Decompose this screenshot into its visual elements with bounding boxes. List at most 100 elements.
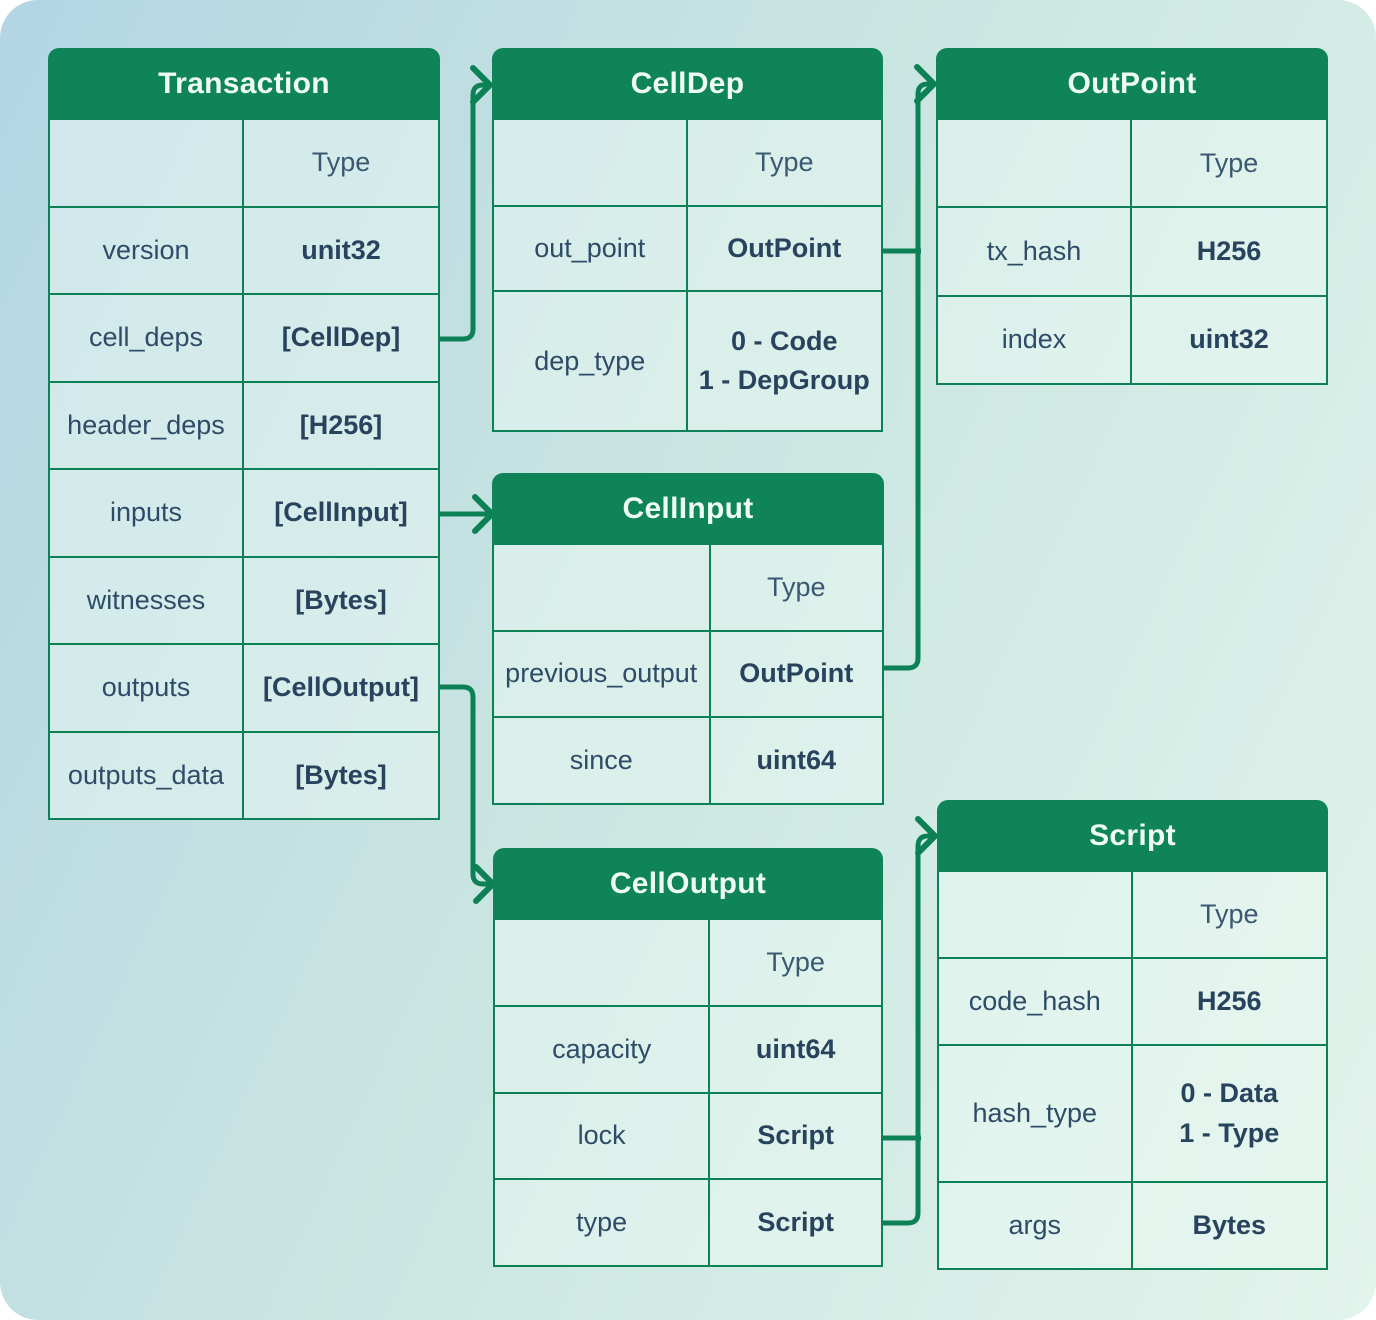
row-index: index uint32 bbox=[938, 294, 1326, 383]
empty-corner-cell bbox=[495, 920, 711, 1005]
field-type: [Bytes] bbox=[295, 584, 387, 615]
table-body-outpoint: Type tx_hash H256 index uint32 bbox=[936, 120, 1328, 385]
column-header-type: Type bbox=[1199, 147, 1259, 178]
field-name: cell_deps bbox=[50, 295, 244, 381]
table-row: Type bbox=[495, 920, 881, 1005]
empty-corner-cell bbox=[939, 872, 1133, 958]
row-outputs: outputs [CellOutput] bbox=[50, 643, 438, 731]
empty-corner-cell bbox=[938, 120, 1132, 207]
arrowhead-script-icon bbox=[915, 816, 938, 856]
table-row: Type bbox=[50, 120, 438, 206]
field-name: since bbox=[494, 718, 711, 804]
table-cellinput: CellInput Type previous_output OutPoint … bbox=[492, 473, 884, 805]
table-title-cellinput: CellInput bbox=[492, 473, 884, 545]
field-name: version bbox=[50, 207, 244, 293]
row-args: args Bytes bbox=[939, 1180, 1326, 1269]
field-name: out_point bbox=[494, 207, 688, 291]
row-code-hash: code_hash H256 bbox=[939, 957, 1326, 1045]
table-row: Type bbox=[494, 545, 882, 630]
column-header-type: Type bbox=[311, 147, 371, 178]
field-type: uint64 bbox=[756, 745, 836, 776]
table-script: Script Type code_hash H256 hash_type 0 -… bbox=[937, 800, 1328, 1270]
field-name: capacity bbox=[495, 1006, 711, 1092]
row-capacity: capacity uint64 bbox=[495, 1004, 881, 1092]
field-type: [CellInput] bbox=[274, 497, 408, 528]
field-type: H256 bbox=[1196, 986, 1262, 1017]
arrowhead-celldep-icon bbox=[470, 65, 493, 105]
empty-corner-cell bbox=[494, 545, 711, 630]
field-name: previous_output bbox=[494, 631, 711, 717]
field-type: uint32 bbox=[1189, 324, 1269, 355]
column-header-type: Type bbox=[766, 571, 826, 602]
field-type: H256 bbox=[1196, 235, 1262, 266]
field-type: [H256] bbox=[299, 409, 383, 440]
table-row: Type bbox=[939, 872, 1326, 958]
table-title-celloutput: CellOutput bbox=[493, 848, 883, 920]
field-name: lock bbox=[495, 1093, 711, 1179]
connector-outputs-to-celloutput bbox=[440, 684, 489, 887]
empty-corner-cell bbox=[50, 120, 244, 206]
row-out-point: out_point OutPoint bbox=[494, 205, 881, 291]
field-name: outputs bbox=[50, 645, 244, 731]
field-name: tx_hash bbox=[938, 208, 1132, 295]
table-row: Type bbox=[494, 120, 881, 205]
row-hash-type: hash_type 0 - Data 1 - Type bbox=[939, 1044, 1326, 1181]
table-body-cellinput: Type previous_output OutPoint since uint… bbox=[492, 545, 884, 805]
table-celldep: CellDep Type out_point OutPoint dep_type… bbox=[492, 48, 883, 432]
table-body-script: Type code_hash H256 hash_type 0 - Data 1… bbox=[937, 872, 1328, 1270]
field-name: hash_type bbox=[939, 1046, 1133, 1181]
row-witnesses: witnesses [Bytes] bbox=[50, 555, 438, 643]
field-name: type bbox=[495, 1180, 711, 1265]
row-lock: lock Script bbox=[495, 1091, 881, 1179]
field-name: witnesses bbox=[50, 557, 244, 643]
row-version: version unit32 bbox=[50, 205, 438, 293]
column-header-type: Type bbox=[766, 946, 825, 977]
field-type: Bytes bbox=[1192, 1209, 1267, 1240]
column-header-type: Type bbox=[754, 146, 814, 177]
table-outpoint: OutPoint Type tx_hash H256 index uint32 bbox=[936, 48, 1328, 385]
field-name: args bbox=[939, 1182, 1133, 1269]
table-title-transaction: Transaction bbox=[48, 48, 440, 120]
table-title-outpoint: OutPoint bbox=[936, 48, 1328, 120]
table-row: Type bbox=[938, 120, 1326, 207]
field-type: [Bytes] bbox=[295, 759, 387, 790]
empty-corner-cell bbox=[494, 120, 688, 205]
field-type: Script bbox=[757, 1207, 834, 1238]
field-name: outputs_data bbox=[50, 732, 244, 818]
connector-previous-output-to-outpoint bbox=[884, 81, 930, 671]
field-type: Script bbox=[757, 1120, 834, 1151]
table-body-transaction: Type version unit32 cell_deps [CellDep] … bbox=[48, 120, 440, 820]
field-type: [CellDep] bbox=[281, 322, 401, 353]
row-header-deps: header_deps [H256] bbox=[50, 380, 438, 468]
field-name: dep_type bbox=[494, 292, 688, 430]
field-type: uint64 bbox=[755, 1033, 836, 1064]
row-tx-hash: tx_hash H256 bbox=[938, 206, 1326, 295]
field-type: [CellOutput] bbox=[263, 672, 419, 703]
row-since: since uint64 bbox=[494, 716, 882, 804]
field-type: OutPoint bbox=[739, 658, 854, 689]
table-transaction: Transaction Type version unit32 cell_dep… bbox=[48, 48, 440, 820]
table-title-celldep: CellDep bbox=[492, 48, 883, 120]
row-cell-deps: cell_deps [CellDep] bbox=[50, 293, 438, 381]
connector-type-to-script bbox=[883, 833, 931, 1226]
row-dep-type: dep_type 0 - Code 1 - DepGroup bbox=[494, 290, 881, 430]
field-name: code_hash bbox=[939, 959, 1133, 1045]
field-name: header_deps bbox=[50, 382, 244, 468]
table-title-script: Script bbox=[937, 800, 1328, 872]
row-previous-output: previous_output OutPoint bbox=[494, 629, 882, 717]
row-outputs-data: outputs_data [Bytes] bbox=[50, 730, 438, 818]
field-type: unit32 bbox=[301, 234, 381, 265]
column-header-type: Type bbox=[1199, 899, 1259, 929]
field-type: 0 - Code 1 - DepGroup bbox=[698, 326, 870, 396]
row-inputs: inputs [CellInput] bbox=[50, 468, 438, 556]
connector-cell-deps-to-celldep bbox=[440, 82, 486, 342]
table-body-celldep: Type out_point OutPoint dep_type 0 - Cod… bbox=[492, 120, 883, 432]
table-celloutput: CellOutput Type capacity uint64 lock Scr… bbox=[493, 848, 883, 1267]
row-type: type Script bbox=[495, 1178, 881, 1265]
table-body-celloutput: Type capacity uint64 lock Script type Sc… bbox=[493, 920, 883, 1267]
field-name: inputs bbox=[50, 470, 244, 556]
field-type: OutPoint bbox=[727, 233, 842, 264]
field-name: index bbox=[938, 296, 1132, 383]
field-type: 0 - Data 1 - Type bbox=[1179, 1078, 1280, 1148]
